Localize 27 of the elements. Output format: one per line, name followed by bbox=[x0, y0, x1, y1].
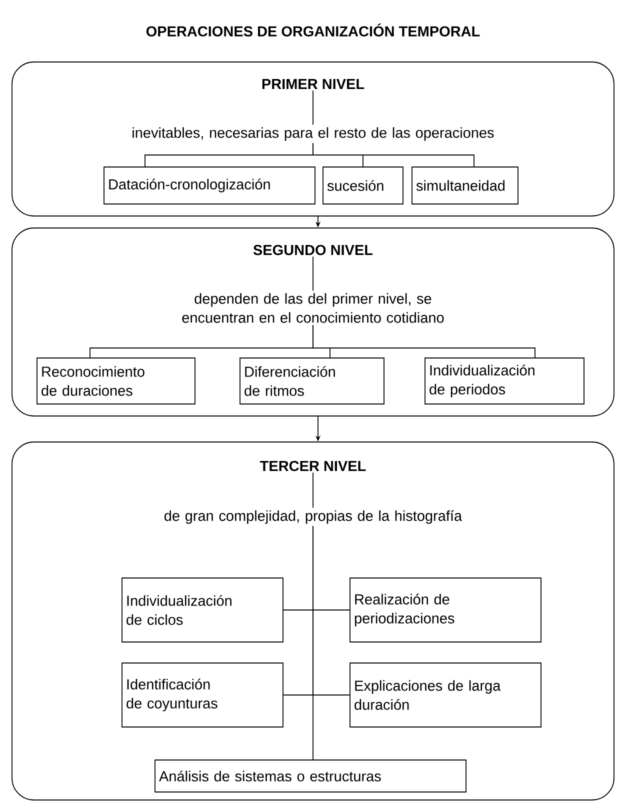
connector-line bbox=[312, 256, 314, 292]
operation-box: Explicaciones de larga duración bbox=[350, 662, 542, 728]
level-heading: PRIMER NIVEL bbox=[262, 79, 364, 89]
operation-box: Diferenciación de ritmos bbox=[240, 358, 384, 404]
connector-line bbox=[312, 472, 314, 508]
operation-box: Individualización de periodos bbox=[424, 358, 584, 404]
level-heading: TERCER NIVEL bbox=[260, 460, 366, 472]
operation-box: sucesión bbox=[322, 166, 404, 204]
operation-box: Realización de periodizaciones bbox=[350, 578, 542, 642]
title: OPERACIONES DE ORGANIZACIÓN TEMPORAL bbox=[146, 24, 480, 36]
level-panel bbox=[12, 62, 614, 216]
description-text: dependen de las del primer nivel, se encuentran en el conocimiento cotidiano bbox=[182, 293, 444, 323]
operation-box: Análisis de sistemas o estructuras bbox=[154, 760, 466, 792]
level-panel bbox=[12, 228, 614, 416]
connector-line bbox=[312, 142, 474, 167]
operation-box: Datación-cronologización bbox=[104, 166, 316, 204]
connector-line bbox=[312, 90, 314, 126]
connector-line bbox=[312, 526, 314, 760]
connector-line bbox=[312, 324, 536, 358]
operation-box: Identificación de coyunturas bbox=[122, 662, 284, 728]
level-panel bbox=[12, 442, 614, 800]
level-heading: SEGUNDO NIVEL bbox=[253, 244, 373, 256]
operation-box: simultaneidad bbox=[412, 166, 518, 204]
description-text: de gran complejidad, propias de la histografía bbox=[164, 510, 462, 524]
operation-box: Reconocimiento de duraciones bbox=[36, 358, 196, 404]
operation-box: Individualización de ciclos bbox=[122, 578, 284, 642]
description-text: inevitables, necesarias para el resto de las operaciones bbox=[132, 127, 494, 141]
